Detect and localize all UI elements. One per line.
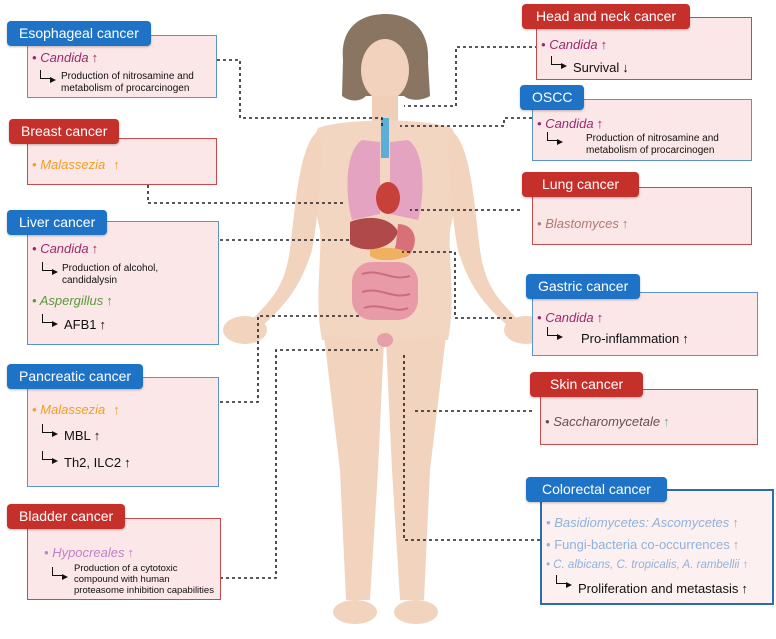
elbow-arrow-icon: [40, 70, 56, 83]
up-arrow-icon: ↑: [600, 37, 608, 52]
liver-card: • Candida↑ Production of alcohol, candid…: [27, 221, 219, 345]
up-arrow-icon: ↑: [732, 515, 739, 530]
up-arrow-icon: ↑: [113, 157, 120, 172]
skin-title: Skin cancer: [530, 372, 644, 397]
bullet: •: [32, 157, 37, 172]
fungus-label: Candida: [40, 241, 89, 256]
item-label: C. albicans, C. tropicalis, A. rambellii: [553, 559, 740, 571]
bullet: •: [546, 537, 551, 552]
esophageal-title: Esophageal cancer: [7, 21, 151, 46]
up-arrow-icon: ↑: [741, 581, 748, 596]
colorectal-card: • Basidiomycetes: Ascomycetes↑ • Fungi-b…: [540, 489, 774, 605]
up-arrow-icon: ↑: [663, 414, 670, 429]
effect-text: Production of nitrosamine and metabolism…: [61, 71, 194, 94]
up-arrow-icon: ↑: [596, 116, 604, 131]
skin-card: • Saccharomycetale↑: [540, 389, 758, 445]
effect-text: Th2, ILC2: [64, 455, 122, 470]
up-arrow-icon: ↑: [93, 428, 101, 443]
elbow-arrow-icon: [42, 262, 58, 275]
up-arrow-icon: ↑: [732, 537, 740, 552]
up-arrow-icon: ↑: [127, 545, 134, 560]
up-arrow-icon: ↑: [113, 402, 120, 417]
up-arrow-icon: ↑: [106, 293, 113, 308]
fungus-label: Candida: [549, 37, 598, 52]
effect-text: Production of nitrosamine and metabolism…: [586, 133, 719, 156]
elbow-arrow-icon: [42, 451, 58, 464]
bullet: •: [32, 50, 37, 65]
elbow-arrow-icon: [556, 575, 572, 588]
up-arrow-icon: ↑: [682, 331, 689, 346]
pancreatic-title: Pancreatic cancer: [7, 364, 144, 389]
pancreatic-card: • Malassezia↑ MBL↑ Th2, ILC2↑: [27, 377, 219, 487]
fungus-label: Blastomyces: [545, 216, 619, 231]
effect-text: Proliferation and metastasis: [578, 581, 739, 596]
fungus-label: Malassezia: [40, 402, 106, 417]
item-label: Basidiomycetes: Ascomycetes: [554, 515, 730, 530]
elbow-arrow-icon: [551, 56, 567, 69]
effect-text: Production of alcohol, candidalysin: [62, 263, 159, 286]
bullet: •: [32, 293, 37, 308]
fungus-label: Malassezia: [40, 157, 106, 172]
elbow-arrow-icon: [547, 327, 563, 340]
effect-text: AFB1: [64, 317, 97, 332]
lung-card: • Blastomyces↑: [532, 187, 752, 245]
elbow-arrow-icon: [42, 314, 58, 327]
bullet: •: [537, 310, 542, 325]
bladder-title: Bladder cancer: [7, 504, 126, 529]
gastric-card: • Candida↑ Pro-inflammation↑: [532, 292, 758, 356]
elbow-arrow-icon: [547, 132, 563, 145]
lung-title: Lung cancer: [522, 172, 640, 197]
up-arrow-icon: ↑: [91, 241, 99, 256]
elbow-arrow-icon: [42, 424, 58, 437]
bladder-card: • Hypocreales↑ Production of a cytotoxic…: [27, 518, 221, 600]
liver-title: Liver cancer: [7, 210, 108, 235]
bullet: •: [32, 241, 37, 256]
fungus-label: Aspergillus: [39, 293, 104, 308]
colorectal-title: Colorectal cancer: [526, 477, 667, 502]
connector-lines: [147, 46, 556, 579]
up-arrow-icon: ↑: [596, 310, 604, 325]
up-arrow-icon: ↑: [621, 216, 629, 231]
item-label: Fungi-bacteria co-occurrences: [554, 537, 730, 552]
up-arrow-icon: ↑: [742, 559, 749, 571]
bullet: •: [546, 515, 551, 530]
fungus-label: Hypocreales: [52, 545, 125, 560]
fungus-label: Candida: [40, 50, 89, 65]
fungus-label: Candida: [545, 116, 594, 131]
bullet: •: [44, 545, 49, 560]
oscc-title: OSCC: [520, 85, 585, 110]
human-body-illustration: [223, 14, 548, 624]
bullet: •: [537, 116, 542, 131]
effect-text: MBL: [64, 428, 91, 443]
breast-title: Breast cancer: [9, 119, 120, 144]
elbow-arrow-icon: [52, 567, 68, 580]
bullet: •: [541, 37, 546, 52]
effect-text: Production of a cytotoxic compound with …: [74, 563, 214, 596]
up-arrow-icon: ↑: [91, 50, 99, 65]
bullet: •: [537, 216, 542, 231]
bullet: •: [545, 414, 550, 429]
fungus-label: Saccharomycetale: [553, 414, 661, 429]
bullet: •: [546, 559, 551, 571]
up-arrow-icon: ↑: [99, 317, 107, 332]
headneck-title: Head and neck cancer: [522, 4, 691, 29]
fungus-label: Candida: [545, 310, 594, 325]
effect-text: Pro-inflammation: [581, 331, 680, 346]
bullet: •: [32, 402, 37, 417]
down-arrow-icon: ↓: [622, 60, 629, 75]
up-arrow-icon: ↑: [124, 455, 131, 470]
breast-card: • Malassezia ↑: [27, 138, 217, 185]
effect-text: Survival: [573, 60, 620, 75]
gastric-title: Gastric cancer: [526, 274, 641, 299]
